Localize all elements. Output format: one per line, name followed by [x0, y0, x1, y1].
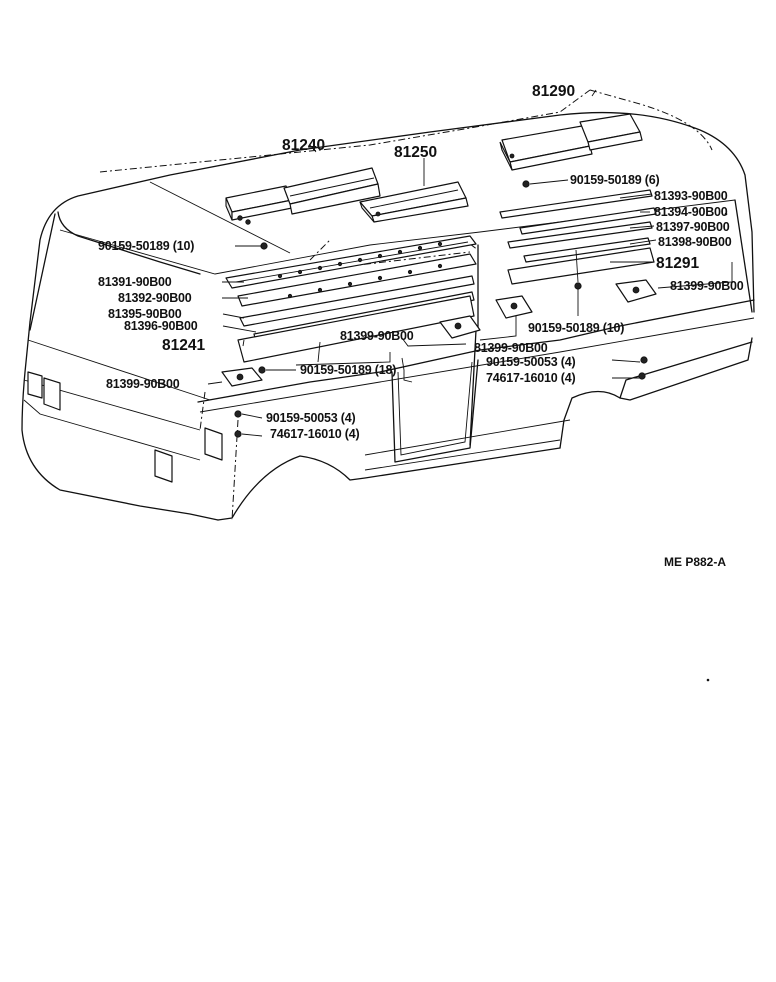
label-90159-50189-10-right: 90159-50189 (10): [528, 321, 624, 335]
label-81395-90b00: 81395-90B00: [108, 307, 182, 321]
screws: [234, 180, 648, 438]
part-81290-assembly: [499, 113, 643, 171]
label-81241: 81241: [162, 337, 205, 354]
label-81291: 81291: [656, 255, 699, 272]
print-specks: [706, 212, 728, 682]
figure-code: ME P882-A: [664, 555, 726, 569]
label-74617-16010-4-left: 74617-16010 (4): [270, 427, 359, 441]
van-body: [21, 111, 755, 521]
label-74617-16010-4-right: 74617-16010 (4): [486, 371, 575, 385]
label-81391-90b00: 81391-90B00: [98, 275, 172, 289]
label-81290: 81290: [532, 83, 575, 100]
label-90159-50189-10-left: 90159-50189 (10): [98, 239, 194, 253]
label-81399-90b00-mid: 81399-90B00: [474, 341, 548, 355]
leader-lines: [207, 89, 733, 437]
label-81397-90b00: 81397-90B00: [656, 220, 730, 234]
label-81240: 81240: [282, 137, 325, 154]
right-mouldings: [499, 189, 657, 285]
label-81394-90b00: 81394-90B00: [654, 205, 728, 219]
label-90159-50053-4-right: 90159-50053 (4): [486, 355, 575, 369]
label-90159-50053-4-left: 90159-50053 (4): [266, 411, 355, 425]
label-90159-50189-6: 90159-50189 (6): [570, 173, 659, 187]
callout-labels: 81290 81240 81250 90159-50189 (6) 81393-…: [98, 83, 744, 569]
label-81250: 81250: [394, 144, 437, 161]
label-81396-90b00: 81396-90B00: [124, 319, 198, 333]
label-81398-90b00: 81398-90B00: [658, 235, 732, 249]
part-81250-assembly: [359, 181, 469, 223]
label-81393-90b00: 81393-90B00: [654, 189, 728, 203]
part-81240-assembly: [225, 167, 381, 225]
label-81392-90b00: 81392-90B00: [118, 291, 192, 305]
brackets: [221, 279, 657, 387]
label-81399-90b00-left: 81399-90B00: [106, 377, 180, 391]
label-90159-50189-18: 90159-50189 (18): [300, 363, 396, 377]
left-mouldings: [225, 235, 477, 363]
label-81399-90b00-center: 81399-90B00: [340, 329, 414, 343]
label-81399-90b00-right: 81399-90B00: [670, 279, 744, 293]
